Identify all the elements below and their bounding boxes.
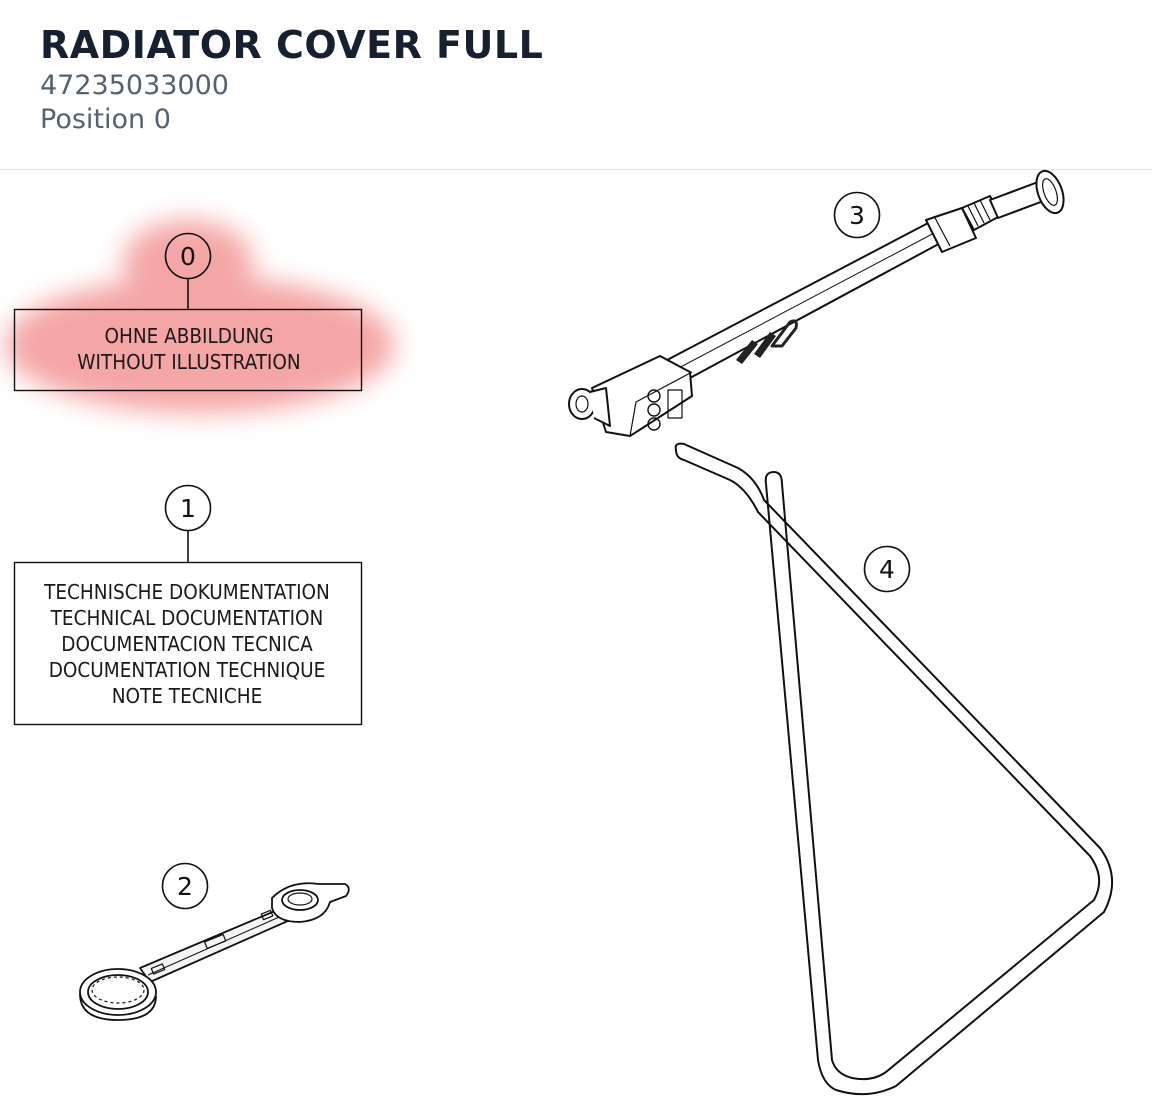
part-number: 47235033000 — [40, 70, 229, 101]
item-3-callout[interactable]: 3 — [833, 191, 881, 239]
item-number-0: 0 — [180, 242, 196, 271]
item-1-label-line-4: DOCUMENTATION TECHNIQUE — [49, 658, 326, 682]
wrench-icon — [79, 882, 350, 1021]
item-0-callout[interactable]: 0 OHNE ABBILDUNG WITHOUT ILLUSTRATION — [13, 232, 363, 392]
highlight-glow — [5, 220, 395, 413]
item-4-callout[interactable]: 4 — [863, 545, 911, 593]
page-title: RADIATOR COVER FULL — [40, 23, 544, 67]
item-number-3: 3 — [849, 201, 865, 230]
item-1-label-line-2: TECHNICAL DOCUMENTATION — [50, 606, 324, 630]
item-0-label-line-2: WITHOUT ILLUSTRATION — [77, 350, 300, 374]
item-1-label-line-3: DOCUMENTACION TECNICA — [61, 632, 313, 656]
item-1-callout[interactable]: 1 TECHNISCHE DOKUMENTATION TECHNICAL DOC… — [13, 484, 363, 726]
suspension-pump-icon — [568, 169, 1065, 437]
item-2-callout[interactable]: 2 — [161, 862, 209, 910]
item-1-label-line-1: TECHNISCHE DOKUMENTATION — [43, 580, 330, 604]
item-number-2: 2 — [177, 872, 193, 901]
item-1-label-line-5: NOTE TECNICHE — [112, 684, 263, 708]
page-header: RADIATOR COVER FULL 47235033000 Position… — [0, 0, 1152, 170]
item-0-label-line-1: OHNE ABBILDUNG — [104, 324, 273, 348]
stand-icon — [674, 442, 1114, 1096]
item-number-1: 1 — [180, 494, 196, 523]
item-number-4: 4 — [879, 555, 895, 584]
position-label: Position 0 — [40, 104, 171, 135]
